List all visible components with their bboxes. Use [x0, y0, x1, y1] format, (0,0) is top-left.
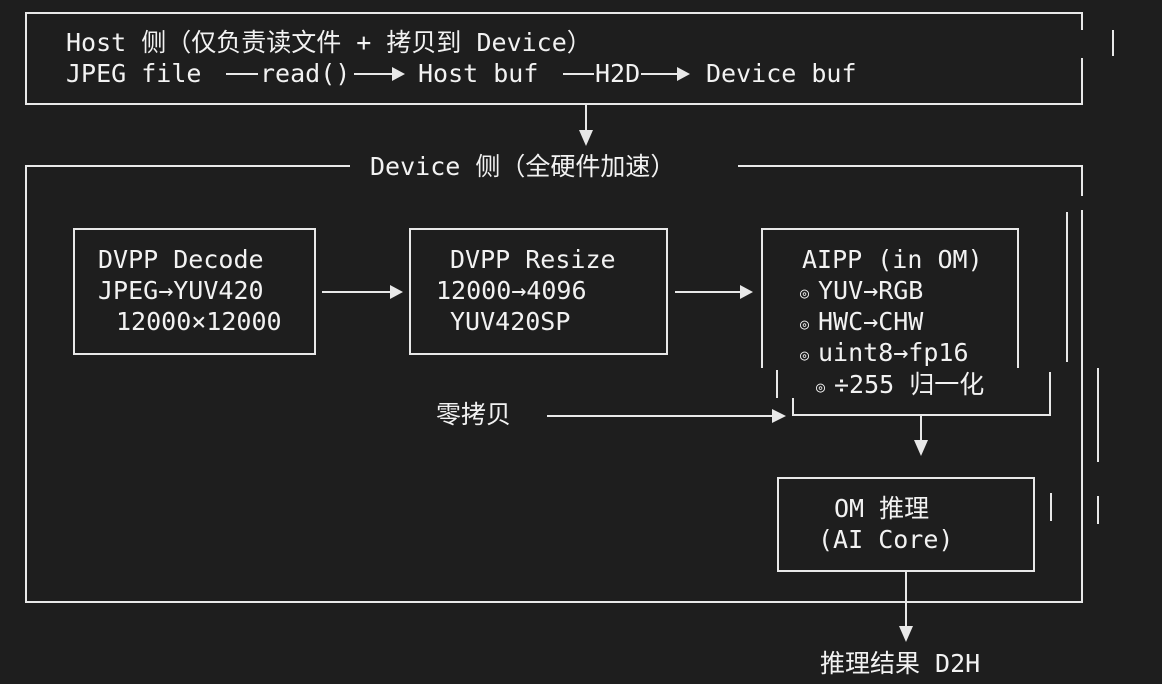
om-inference-box — [777, 477, 1035, 572]
aipp-item: HWC→CHW — [818, 307, 924, 336]
aipp-item: YUV→RGB — [818, 276, 924, 305]
down-arrowhead-icon — [579, 130, 593, 146]
decode-format: JPEG→YUV420 — [98, 276, 264, 305]
aipp-bullet-icon: ◎ — [800, 346, 810, 364]
host-jpeg-file: JPEG file — [66, 59, 202, 88]
om-title: OM 推理 — [834, 494, 930, 523]
aipp-item: ÷255 归一化 — [834, 370, 985, 399]
resize-size: 12000→4096 — [436, 276, 587, 305]
aipp-bullet-icon: ◎ — [816, 378, 826, 396]
read-arrowhead-icon — [392, 67, 405, 81]
zero-copy-label: 零拷贝 — [436, 400, 512, 429]
om-core: (AI Core) — [818, 525, 954, 554]
right-arrowhead-icon — [772, 409, 786, 423]
host-h2d-label: H2D — [595, 59, 641, 88]
aipp-bullet-icon: ◎ — [800, 284, 810, 302]
host-read-label: read() — [260, 59, 351, 88]
resize-title: DVPP Resize — [450, 245, 616, 274]
right-arrowhead-icon — [740, 285, 753, 299]
aipp-item: uint8→fp16 — [818, 338, 969, 367]
host-title: Host 侧（仅负责读文件 + 拷贝到 Device） — [66, 28, 592, 57]
host-buf: Host buf — [418, 59, 539, 88]
right-arrowhead-icon — [390, 285, 403, 299]
aipp-title: AIPP (in OM) — [802, 245, 983, 274]
decode-title: DVPP Decode — [98, 245, 264, 274]
h2d-arrowhead-icon — [677, 67, 690, 81]
device-title: Device 侧（全硬件加速） — [370, 152, 676, 181]
host-box — [25, 12, 1083, 105]
resize-format: YUV420SP — [450, 307, 571, 336]
host-device-buf: Device buf — [706, 59, 857, 88]
dvpp-decode-box — [73, 228, 316, 355]
result-label: 推理结果 D2H — [820, 649, 981, 678]
down-arrowhead-icon — [899, 626, 913, 642]
down-arrowhead-icon — [914, 440, 928, 456]
decode-size: 12000×12000 — [116, 307, 282, 336]
aipp-bullet-icon: ◎ — [800, 315, 810, 333]
dvpp-resize-box — [409, 228, 668, 355]
